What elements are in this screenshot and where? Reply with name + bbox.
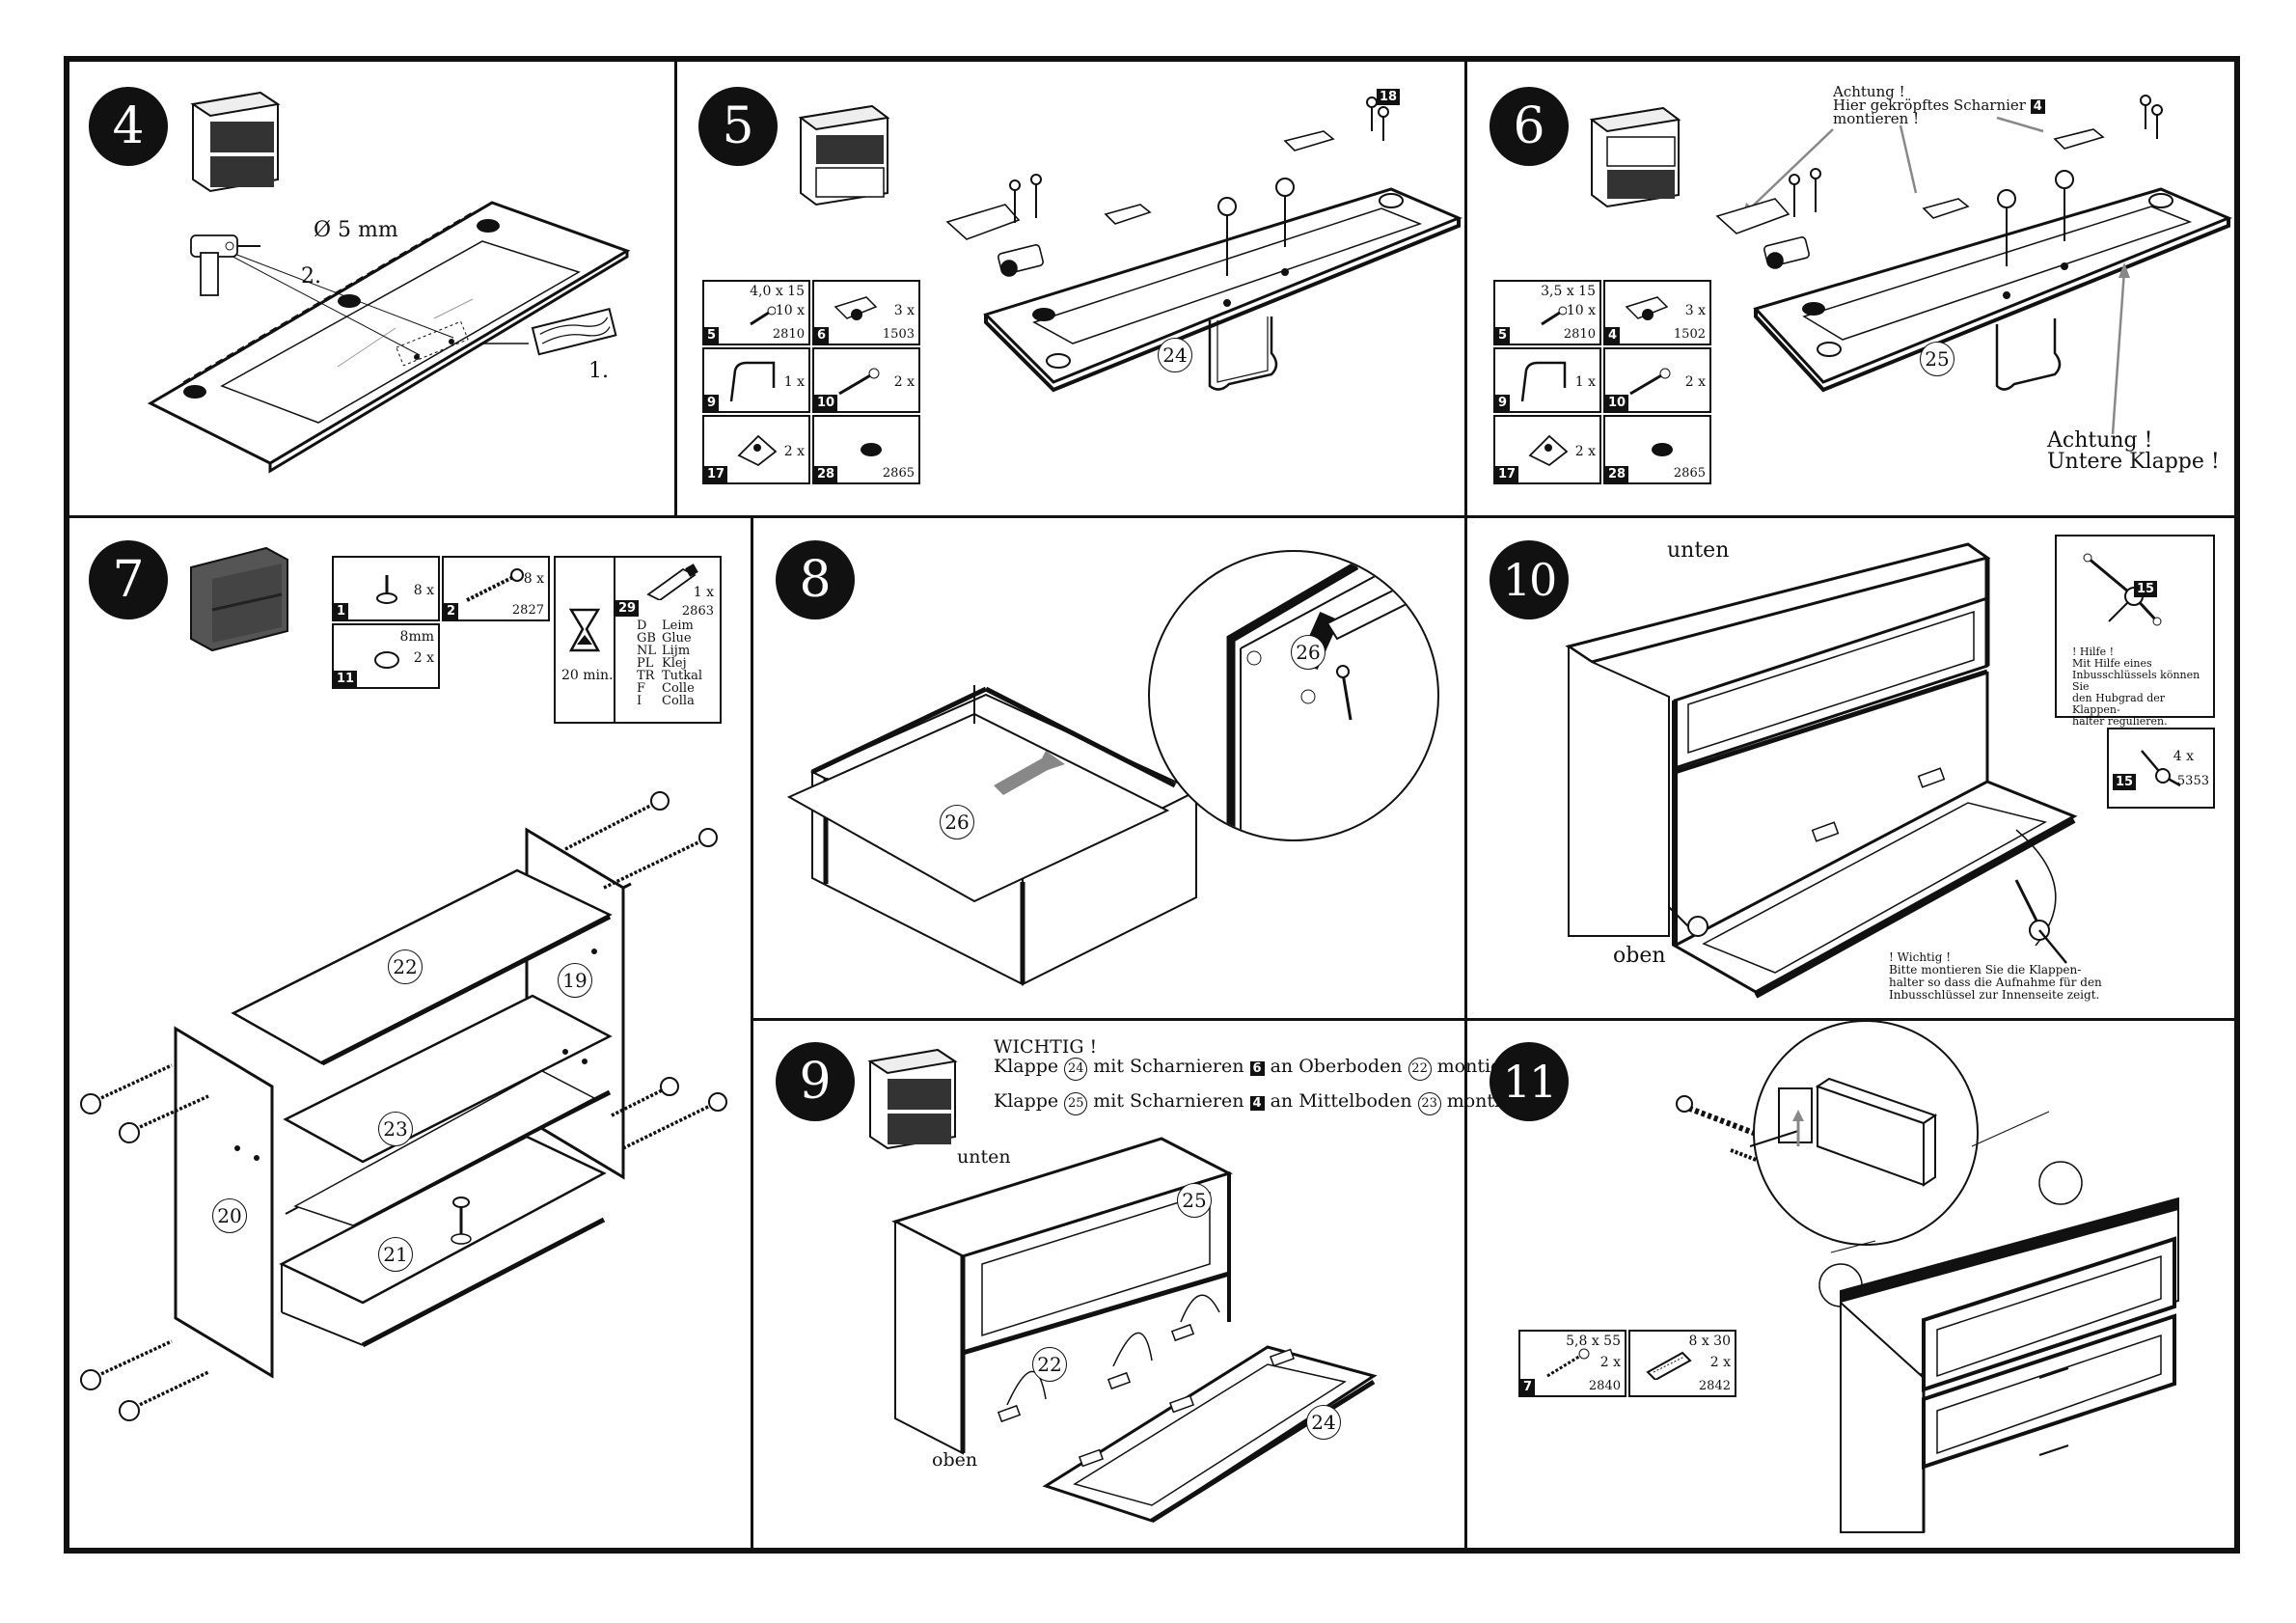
part-box-caps: 8mm 2 x 11 xyxy=(332,623,440,689)
part-label: 26 xyxy=(940,805,974,839)
callout-tag: 18 xyxy=(1377,89,1401,105)
part-label: 25 xyxy=(1920,342,1954,376)
warning-note-line3: montieren ! xyxy=(1833,110,1920,127)
part-box-hinge: 3 x 1503 6 xyxy=(812,280,920,345)
row-divider-lower xyxy=(752,1018,2240,1021)
back-panel-illustration xyxy=(786,685,1199,986)
page-frame xyxy=(64,56,2240,1554)
part-box-screws-small: 2 x 10 xyxy=(1603,347,1711,413)
instruction-line-1: Klappe 24 mit Scharnieren 6 an Oberboden… xyxy=(994,1056,1546,1081)
warning-text: ! Wichtig ! Bitte montieren Sie die Klap… xyxy=(1889,950,2102,1002)
cabinet-thumbnail-icon xyxy=(867,1048,958,1150)
orientation-bottom-label: oben xyxy=(1613,944,1666,968)
part-label-20: 20 xyxy=(212,1198,247,1233)
important-heading: WICHTIG ! xyxy=(994,1036,1098,1058)
step-two-label: 2. xyxy=(301,264,321,289)
flap-stay-illustration xyxy=(1565,542,2078,999)
drill-diameter-label: Ø 5 mm xyxy=(314,218,398,242)
wall-mount-illustration xyxy=(1676,1020,2179,1533)
part-label: 24 xyxy=(1158,338,1192,372)
warning-note-line2: Hier gekröpftes Scharnier 4 xyxy=(1833,96,2045,114)
cabinet-thumbnail-icon xyxy=(190,91,281,193)
part-box-handle: 1 x 9 xyxy=(1493,347,1601,413)
step-number: 5 xyxy=(698,87,778,166)
part-box-legs: 8 x 1 xyxy=(332,556,440,621)
orientation-top-label: unten xyxy=(957,1146,1011,1168)
step-number: 10 xyxy=(1490,540,1569,619)
door-hinge-illustration xyxy=(945,96,1462,393)
part-label-22: 22 xyxy=(388,949,423,984)
part-box-wall-plug: 8 x 30 2 x 2842 xyxy=(1628,1330,1736,1397)
part-box-screws: 4,0 x 15 10 x 2810 5 xyxy=(702,280,810,345)
glue-tube-icon xyxy=(646,564,698,600)
part-box-handle: 1 x 9 xyxy=(702,347,810,413)
step-number: 6 xyxy=(1490,87,1569,166)
part-label-22: 22 xyxy=(1032,1347,1067,1382)
cabinet-thumbnail-icon xyxy=(798,104,890,206)
door-hinge-illustration-lower xyxy=(1715,95,2232,435)
orientation-bottom-label: oben xyxy=(932,1449,978,1471)
bottom-flap-note-line2: Untere Klappe ! xyxy=(2047,450,2220,474)
col-divider-7-8 xyxy=(751,515,753,1554)
flap-stay-icon xyxy=(2083,553,2162,626)
detail-zoom-nail-icon xyxy=(1148,550,1439,841)
part-label-25: 25 xyxy=(1177,1183,1212,1218)
col-divider-5-6 xyxy=(1464,56,1467,1554)
drill-panel-illustration xyxy=(147,201,631,474)
bottom-flap-note-line1: Achtung ! xyxy=(2047,428,2153,453)
step-number: 8 xyxy=(776,540,855,619)
part-box-wall-screw: 5,8 x 55 2 x 2840 7 xyxy=(1518,1330,1626,1397)
part-box-flap-stay: 4 x 5353 15 xyxy=(2107,728,2215,809)
part-label-19: 19 xyxy=(558,963,592,998)
help-text: ! Hilfe ! Mit Hilfe eines Inbusschlüssel… xyxy=(2072,646,2200,728)
hourglass-icon xyxy=(568,608,601,652)
instruction-line-2: Klappe 25 mit Scharnieren 4 an Mittelbod… xyxy=(994,1090,1556,1115)
part-label-24: 24 xyxy=(1306,1405,1341,1440)
part-label-23: 23 xyxy=(378,1112,413,1146)
part-box-screws: 3,5 x 15 10 x 2810 5 xyxy=(1493,280,1601,345)
timer-label: 20 min. xyxy=(561,668,614,683)
orientation-top-label: unten xyxy=(1667,538,1730,563)
part-box-hinge: 3 x 1502 4 xyxy=(1603,280,1711,345)
part-box-bracket: 2 x 17 xyxy=(702,415,810,484)
row-divider xyxy=(64,515,2240,518)
help-box: 15 ! Hilfe ! Mit Hilfe eines Inbusschlüs… xyxy=(2055,535,2215,728)
part-box-connector-screws: 8 x 2827 2 xyxy=(442,556,550,621)
step-one-label: 1. xyxy=(588,359,609,383)
part-label-21: 21 xyxy=(378,1237,413,1272)
cabinet-carcass-thumbnail-icon xyxy=(190,546,288,652)
part-box-cap: 2865 28 xyxy=(1603,415,1711,484)
part-box-bracket: 2 x 17 xyxy=(1493,415,1601,484)
step-number: 9 xyxy=(776,1042,855,1121)
step-number: 7 xyxy=(89,540,168,619)
step-number: 4 xyxy=(89,87,168,166)
flap-mounting-illustration xyxy=(891,1137,1378,1524)
col-divider-4-5 xyxy=(674,56,677,517)
part-box-screws-small: 2 x 10 xyxy=(812,347,920,413)
part-box-cap: 2865 28 xyxy=(812,415,920,484)
step-number: 11 xyxy=(1490,1042,1569,1121)
warning-note-line1: Achtung ! xyxy=(1833,83,1905,100)
zoom-part-label: 26 xyxy=(1291,635,1326,670)
carcass-assembly-illustration xyxy=(80,791,727,1421)
cabinet-thumbnail-icon xyxy=(1589,106,1681,208)
